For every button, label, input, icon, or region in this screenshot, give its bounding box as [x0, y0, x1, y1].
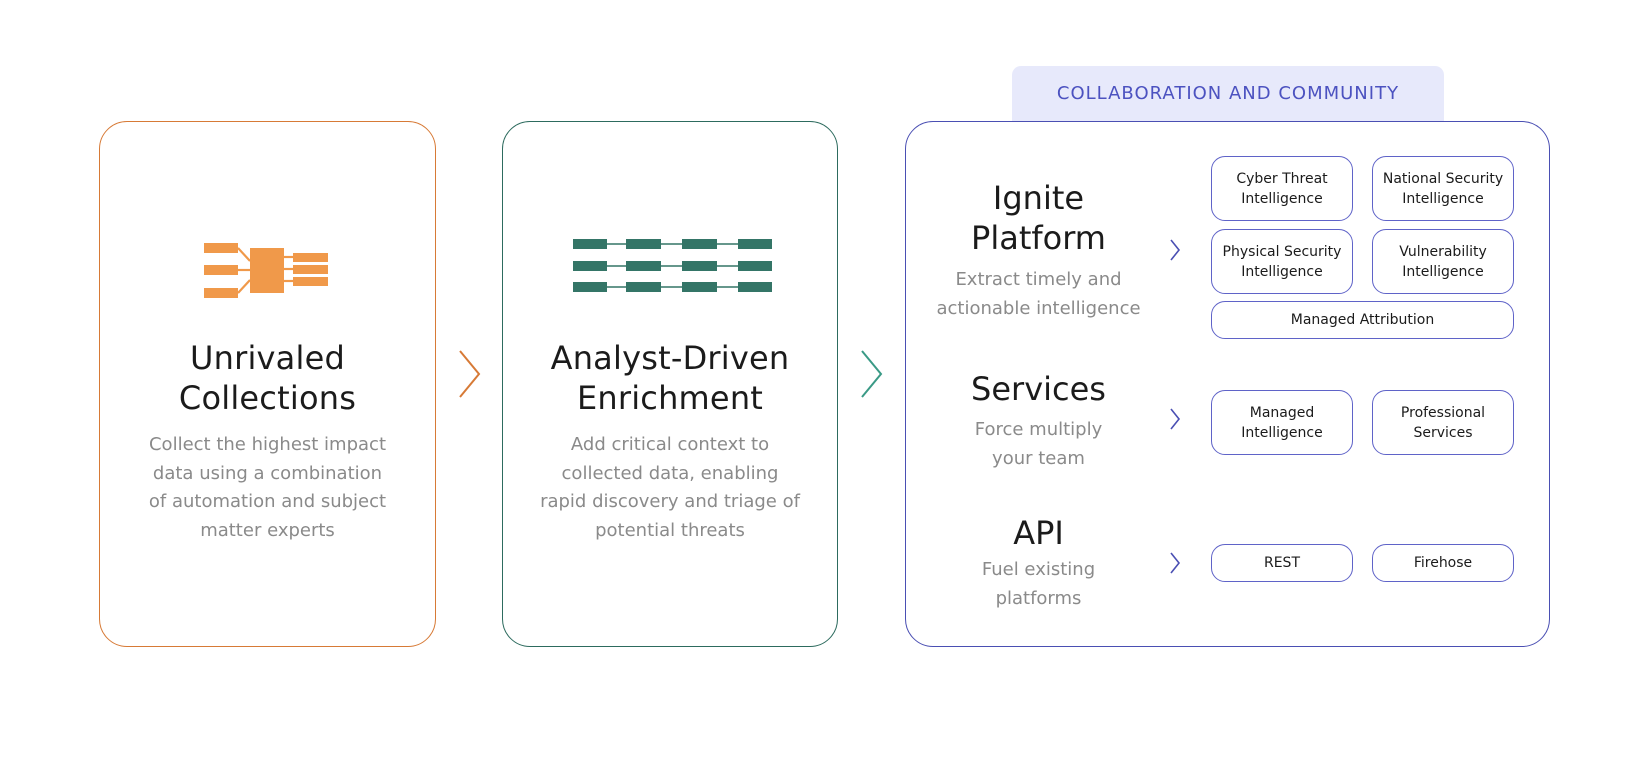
enrichment-title-line: Enrichment [576, 379, 764, 417]
national-security-intelligence-item[interactable]: National Security Intelligence [1372, 156, 1514, 221]
collections-desc-line: matter experts [200, 519, 335, 541]
services-title: Services [906, 369, 1171, 409]
collections-description: Collect the highest impact data using a … [100, 431, 435, 545]
item-label-line: Intelligence [1402, 263, 1484, 280]
rest-api-item[interactable]: REST [1211, 544, 1353, 582]
enrichment-title: Analyst-Driven Enrichment [503, 338, 837, 418]
item-label-line: Intelligence [1241, 263, 1323, 280]
enrichment-description: Add critical context to collected data, … [503, 431, 837, 545]
item-label-line: Vulnerability [1399, 243, 1487, 260]
ignite-platform-description: Extract timely and actionable intelligen… [906, 266, 1171, 323]
api-desc-line: Fuel existing [981, 559, 1096, 580]
chevron-right-icon [1170, 239, 1181, 261]
enrichment-desc-line: potential threats [595, 519, 745, 541]
enrichment-icon [573, 239, 772, 292]
collaboration-community-tab: COLLABORATION AND COMMUNITY [1012, 66, 1444, 121]
collections-card: Unrivaled Collections Collect the highes… [99, 121, 436, 647]
cyber-threat-intelligence-item[interactable]: Cyber Threat Intelligence [1211, 156, 1353, 221]
managed-intelligence-item[interactable]: Managed Intelligence [1211, 390, 1353, 455]
item-label-line: Managed Attribution [1290, 312, 1435, 328]
chevron-right-icon [861, 350, 883, 398]
ignite-platform-title: Ignite Platform [906, 178, 1171, 258]
ignite-title-line: Platform [971, 219, 1106, 257]
api-description: Fuel existing platforms [906, 556, 1171, 613]
physical-security-intelligence-item[interactable]: Physical Security Intelligence [1211, 229, 1353, 294]
ignite-title-line: Ignite [992, 179, 1085, 217]
enrichment-card: Analyst-Driven Enrichment Add critical c… [502, 121, 838, 647]
chevron-right-icon [1170, 408, 1181, 430]
item-label-line: Firehose [1413, 555, 1473, 571]
item-label-line: REST [1263, 555, 1300, 571]
api-title: API [906, 513, 1171, 553]
collections-title-line: Collections [178, 379, 357, 417]
collections-title-line: Unrivaled [190, 339, 345, 377]
firehose-api-item[interactable]: Firehose [1372, 544, 1514, 582]
item-label-line: Services [1413, 424, 1473, 441]
enrichment-desc-line: rapid discovery and triage of [540, 491, 800, 512]
collections-title: Unrivaled Collections [100, 338, 435, 418]
chevron-right-icon [459, 350, 481, 398]
api-desc-line: platforms [995, 587, 1082, 609]
item-label-line: Physical Security [1222, 243, 1342, 260]
item-label-line: Professional [1400, 404, 1486, 421]
collections-desc-line: data using a combination [152, 462, 383, 484]
item-label-line: National Security [1382, 170, 1504, 187]
enrichment-title-line: Analyst-Driven [550, 339, 790, 377]
item-label-line: Intelligence [1241, 424, 1323, 441]
item-label-line: Intelligence [1241, 190, 1323, 207]
managed-attribution-item[interactable]: Managed Attribution [1211, 301, 1514, 339]
api-title-line: API [1013, 514, 1064, 552]
services-desc-line: Force multiply [974, 419, 1103, 440]
item-label-line: Managed [1249, 404, 1315, 421]
item-label-line: Intelligence [1402, 190, 1484, 207]
professional-services-item[interactable]: Professional Services [1372, 390, 1514, 455]
ignite-desc-line: Extract timely and [955, 269, 1122, 290]
vulnerability-intelligence-item[interactable]: Vulnerability Intelligence [1372, 229, 1514, 294]
services-title-line: Services [971, 370, 1106, 408]
enrichment-desc-line: Add critical context to [570, 434, 770, 455]
collections-icon [204, 243, 328, 298]
chevron-right-icon [1170, 552, 1181, 574]
ignite-desc-line: actionable intelligence [936, 297, 1141, 319]
item-label-line: Cyber Threat [1236, 170, 1328, 187]
collections-desc-line: Collect the highest impact [148, 434, 386, 455]
services-description: Force multiply your team [906, 416, 1171, 473]
services-desc-line: your team [992, 447, 1085, 469]
enrichment-desc-line: collected data, enabling [561, 462, 779, 484]
community-card: Ignite Platform Extract timely and actio… [905, 121, 1550, 647]
collections-desc-line: of automation and subject [148, 491, 387, 512]
